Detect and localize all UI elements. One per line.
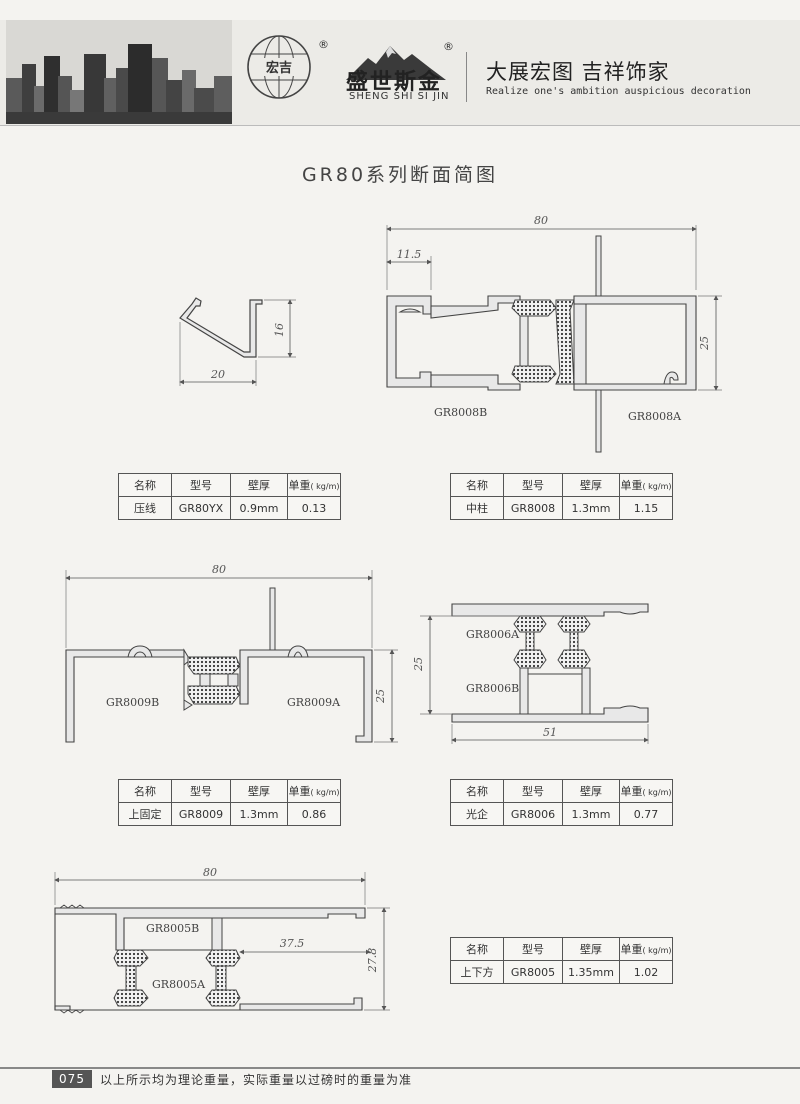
header-weight: 单重( kg/m) xyxy=(287,779,341,803)
cell-name: 压线 xyxy=(118,496,172,520)
slogan-en: Realize one's ambition auspicious decora… xyxy=(486,86,751,97)
cell-name: 中柱 xyxy=(450,496,504,520)
globe-logo-icon: 宏吉 xyxy=(247,35,311,99)
page-header: 宏吉 ® ® 盛世斯金 SHENG SHI SI JIN 大展宏图 吉祥饰家 R… xyxy=(0,0,800,126)
city-skyline-image xyxy=(6,20,232,124)
header-thickness: 壁厚 xyxy=(230,779,288,803)
brand-name-cn: 盛世斯金 xyxy=(346,69,443,95)
spec-table-shangxiafang: 名称 型号 壁厚 单重( kg/m) 上下方 GR8005 1.35mm 1.0… xyxy=(450,937,673,984)
header-thickness: 壁厚 xyxy=(562,937,620,961)
dim-height: 27.8 xyxy=(366,948,379,974)
profile-shangguding: 80 25 GR8009B GR8009A xyxy=(65,563,398,743)
profile-yaxian: 16 20 xyxy=(179,297,296,386)
slogan-cn: 大展宏图 吉祥饰家 xyxy=(486,60,670,84)
cell-model: GR8005 xyxy=(503,960,563,984)
page-footer xyxy=(0,1067,800,1095)
header-name: 名称 xyxy=(450,779,504,803)
table-row: 上固定 GR8009 1.3mm 0.86 xyxy=(118,802,341,826)
spec-table-shangguding: 名称 型号 壁厚 单重( kg/m) 上固定 GR8009 1.3mm 0.86 xyxy=(118,779,341,826)
dim-width: 80 xyxy=(212,563,226,576)
header-weight: 单重( kg/m) xyxy=(619,937,673,961)
dim-height: 16 xyxy=(273,323,286,337)
header-model: 型号 xyxy=(503,473,563,497)
profile-guangqi: 25 51 GR8006A GR8006B xyxy=(412,603,649,744)
spec-table-yaxian: 名称 型号 壁厚 单重( kg/m) 压线 GR80YX 0.9mm 0.13 xyxy=(118,473,341,520)
label-gr8009a: GR8009A xyxy=(287,696,341,709)
table-row: 压线 GR80YX 0.9mm 0.13 xyxy=(118,496,341,520)
cell-thickness: 1.35mm xyxy=(562,960,620,984)
header-weight: 单重( kg/m) xyxy=(287,473,341,497)
profile-zhongzhu: 80 11.5 25 GR8008B GR8008A xyxy=(386,214,722,453)
cell-weight: 0.86 xyxy=(287,802,341,826)
brand-name-en: SHENG SHI SI JIN xyxy=(349,91,450,102)
label-gr8009b: GR8009B xyxy=(106,696,159,709)
header-model: 型号 xyxy=(503,779,563,803)
label-gr8006a: GR8006A xyxy=(466,628,520,641)
label-gr8005a: GR8005A xyxy=(152,978,206,991)
header-model: 型号 xyxy=(171,473,231,497)
label-gr8008b: GR8008B xyxy=(434,406,487,419)
spec-table-guangqi: 名称 型号 壁厚 单重( kg/m) 光企 GR8006 1.3mm 0.77 xyxy=(450,779,673,826)
label-gr8005b: GR8005B xyxy=(146,922,199,935)
dim-height: 25 xyxy=(698,336,711,351)
dim-width: 80 xyxy=(534,214,548,227)
header-thickness: 壁厚 xyxy=(230,473,288,497)
cell-weight: 0.13 xyxy=(287,496,341,520)
cell-thickness: 1.3mm xyxy=(562,496,620,520)
registered-mark: ® xyxy=(318,38,329,51)
cell-model: GR80YX xyxy=(171,496,231,520)
table-header-row: 名称 型号 壁厚 单重( kg/m) xyxy=(450,779,673,803)
dim-width: 51 xyxy=(543,726,557,739)
cell-thickness: 0.9mm xyxy=(230,496,288,520)
cell-weight: 1.02 xyxy=(619,960,673,984)
table-header-row: 名称 型号 壁厚 单重( kg/m) xyxy=(118,473,341,497)
header-divider xyxy=(466,52,467,102)
dim-width: 20 xyxy=(210,368,225,381)
cell-model: GR8006 xyxy=(503,802,563,826)
dim-offset: 11.5 xyxy=(397,248,422,261)
spec-table-zhongzhu: 名称 型号 壁厚 单重( kg/m) 中柱 GR8008 1.3mm 1.15 xyxy=(450,473,673,520)
mountain-logo-icon xyxy=(346,46,446,80)
table-row: 中柱 GR8008 1.3mm 1.15 xyxy=(450,496,673,520)
cell-model: GR8009 xyxy=(171,802,231,826)
cell-thickness: 1.3mm xyxy=(562,802,620,826)
table-header-row: 名称 型号 壁厚 单重( kg/m) xyxy=(450,937,673,961)
footer-note: 以上所示均为理论重量，实际重量以过磅时的重量为准 xyxy=(100,1073,413,1087)
header-name: 名称 xyxy=(118,779,172,803)
registered-mark-2: ® xyxy=(443,40,454,53)
cell-name: 光企 xyxy=(450,802,504,826)
dim-height: 25 xyxy=(412,657,425,672)
page-number: 075 xyxy=(52,1070,92,1088)
page-title: GR80系列断面简图 xyxy=(301,164,499,186)
header-weight: 单重( kg/m) xyxy=(619,779,673,803)
cell-weight: 1.15 xyxy=(619,496,673,520)
table-header-row: 名称 型号 壁厚 单重( kg/m) xyxy=(450,473,673,497)
header-model: 型号 xyxy=(503,937,563,961)
globe-text: 宏吉 xyxy=(266,60,292,76)
header-name: 名称 xyxy=(118,473,172,497)
cell-name: 上固定 xyxy=(118,802,172,826)
cell-model: GR8008 xyxy=(503,496,563,520)
cell-thickness: 1.3mm xyxy=(230,802,288,826)
label-gr8006b: GR8006B xyxy=(466,682,519,695)
label-gr8008a: GR8008A xyxy=(628,410,682,423)
profile-shangxiafang: 80 37.5 27.8 GR8005B GR8005A xyxy=(54,866,390,1014)
cell-weight: 0.77 xyxy=(619,802,673,826)
table-row: 光企 GR8006 1.3mm 0.77 xyxy=(450,802,673,826)
dim-width: 80 xyxy=(203,866,217,879)
table-row: 上下方 GR8005 1.35mm 1.02 xyxy=(450,960,673,984)
header-model: 型号 xyxy=(171,779,231,803)
header-name: 名称 xyxy=(450,937,504,961)
header-thickness: 壁厚 xyxy=(562,473,620,497)
table-header-row: 名称 型号 壁厚 单重( kg/m) xyxy=(118,779,341,803)
header-weight: 单重( kg/m) xyxy=(619,473,673,497)
dim-height: 25 xyxy=(374,689,387,704)
header-name: 名称 xyxy=(450,473,504,497)
header-thickness: 壁厚 xyxy=(562,779,620,803)
dim-mid: 37.5 xyxy=(280,937,305,950)
cell-name: 上下方 xyxy=(450,960,504,984)
